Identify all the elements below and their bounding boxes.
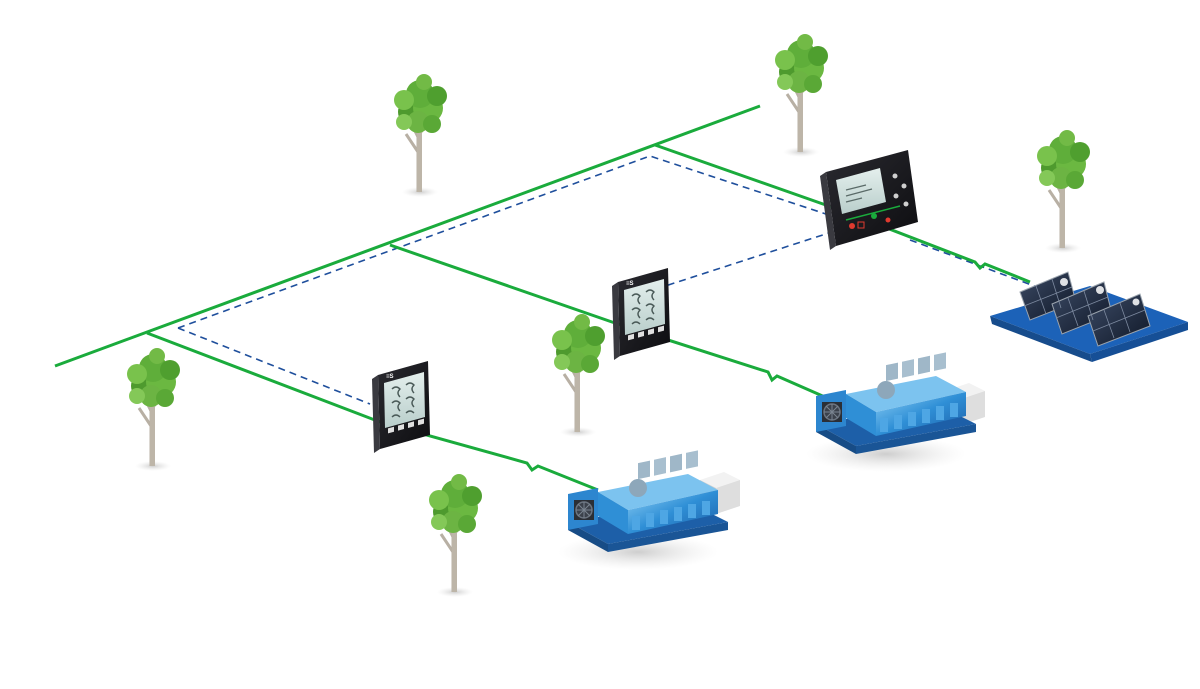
tree-icon: [392, 72, 449, 199]
tree-icon: [773, 32, 830, 159]
tree-icon: [1037, 130, 1090, 253]
power-meter-icon[interactable]: [371, 360, 431, 454]
communication-lines: [177, 155, 1046, 405]
power-branch-right: [654, 143, 1031, 284]
solar-panels-icon[interactable]: [990, 271, 1188, 362]
tree-icon: [125, 346, 182, 473]
comm-line-trunk: [177, 155, 839, 329]
power-branch-middle: [389, 243, 851, 410]
tree-icon: [427, 472, 484, 599]
diesel-genset-icon[interactable]: [557, 449, 729, 571]
tree-icon: [550, 312, 607, 439]
genset-controller-icon[interactable]: [820, 150, 918, 250]
power-meter-icon[interactable]: [611, 267, 671, 361]
diesel-genset-icon[interactable]: [805, 351, 977, 473]
comm-line-left: [177, 327, 371, 405]
power-bus-main: [54, 104, 761, 368]
power-branch-left: [146, 331, 599, 492]
power-lines: [54, 104, 1031, 492]
